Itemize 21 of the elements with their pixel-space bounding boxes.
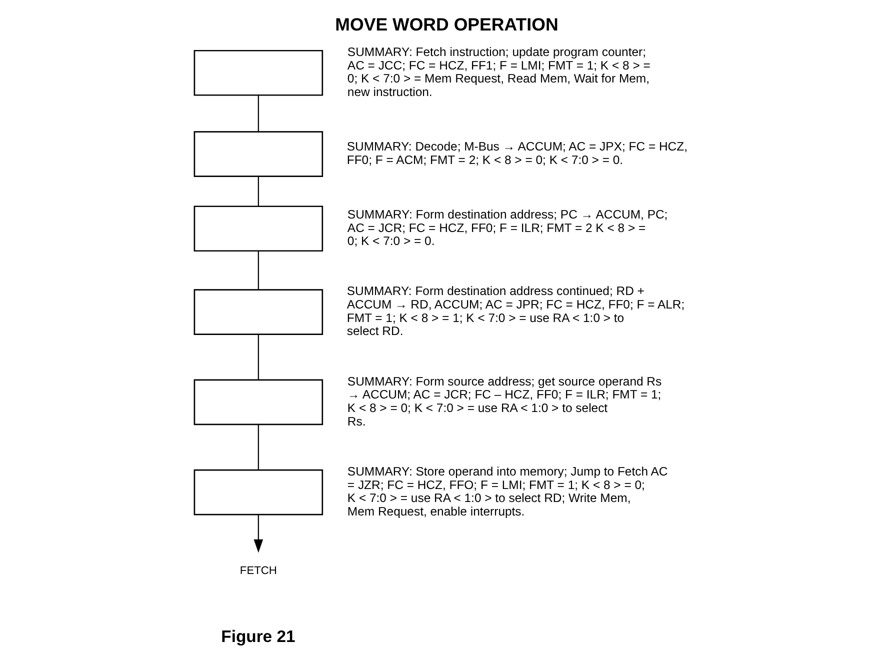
connector [258,334,259,380]
diagram-title: MOVE WORD OPERATION [335,14,558,34]
caption: Figure 21 [221,626,296,646]
node-label: SUMMARY: Decode; M-Bus → ACCUM; AC = JPX; FC = HCZ, FF0; F = ACM; FMT = 2; K < 8 > = 0; K < 7:0 > = 0. [346,140,688,167]
node-box [194,131,324,178]
node-box [194,206,324,252]
node-box [194,50,324,96]
node-label: SUMMARY: Fetch instruction; update program counter; AC = JCC; FC = HCZ, FF1; F = LMI; FMT = 1; K < 8 > = 0; K < 7:0 > = Mem Request, Read Mem, Wait for Mem, new instruction. [347,44,650,100]
node-box [194,469,324,516]
connector [258,176,259,206]
connector [258,95,259,132]
node-label: SUMMARY: Form destination address continued; RD + ACCUM → RD, ACCUM; AC = JPR; FC = HCZ, FF0; F = ALR; FMT = 1; K < 8 > = 1; K < 7:0 > = use RA < 1:0 > to select RD. [346,284,685,338]
node-box [194,289,324,335]
connector [258,251,259,290]
node-label: SUMMARY: Store operand into memory; Jump to Fetch AC = JZR; FC = HCZ, FFO; F = LMI; FMT = 1; K < 8 > = 0; K < 7:0 > = use RA < 1:0 > to select RD; Write Mem, Mem Request, enable interrupts. [347,464,668,518]
node-label: SUMMARY: Form source address; get source operand Rs → ACCUM; AC = JCR; FC – HCZ, FF0; F = ILR; FMT = 1; K < 8 > = 0; K < 7:0 > = use RA < 1:0 > to select Rs. [347,374,662,428]
arrow [254,514,264,553]
node-text: FETCH [240,565,277,578]
node-box [194,379,324,426]
connector [258,424,259,470]
node-label: SUMMARY: Form destination address; PC → ACCUM, PC; AC = JCR; FC = HCZ, FF0; F = ILR; FMT = 2 K < 8 > = 0; K < 7:0 > = 0. [347,207,668,248]
